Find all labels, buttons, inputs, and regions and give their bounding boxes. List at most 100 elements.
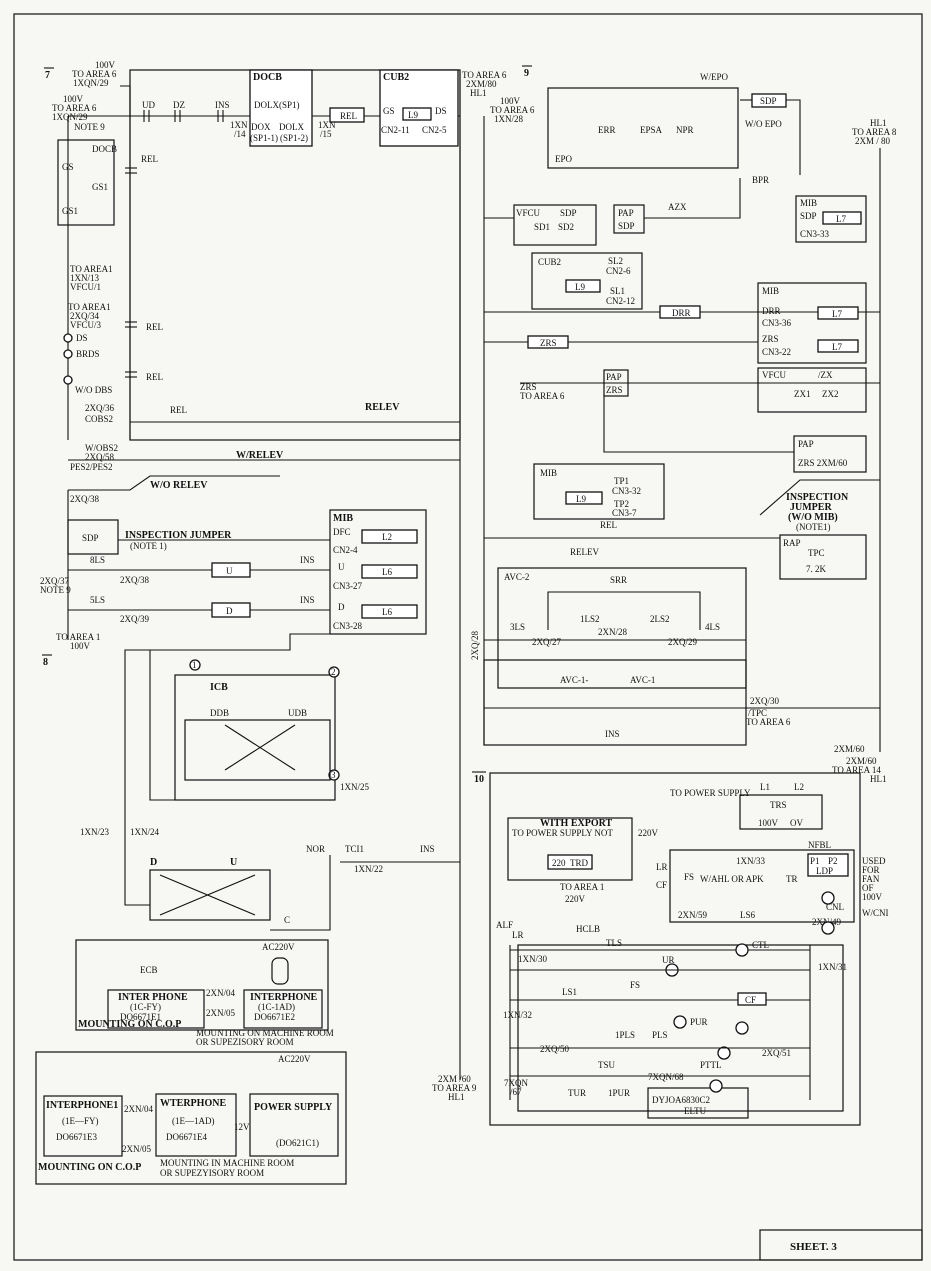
dox: DOX [251,122,271,132]
eltu-code: DYJOA6830C2 [652,1095,710,1105]
cn3-27: CN3-27 [333,581,362,591]
sp1-2: (SP1-2) [280,133,308,143]
ls8: 8LS [90,555,105,565]
xn25: 1XN/25 [340,782,369,792]
cf2: CF [745,995,756,1005]
sd2: SD2 [558,222,574,232]
xn30: 1XN/30 [518,954,547,964]
ref-to-area6-b: TO AREA 6 [52,103,97,113]
xn04b: 2XN/04 [124,1104,153,1114]
ls5: 5LS [90,595,105,605]
ac220: AC220V [262,942,295,952]
dolx-sp1: DOLX(SP1) [254,100,300,110]
tur: TUR [568,1088,586,1098]
xq30: 2XQ/30 [750,696,779,706]
l7-a: L7 [832,309,842,319]
tci1: TCI1 [345,844,364,854]
to-power: TO POWER SUPPLY [670,788,751,798]
gs1-a: GS1 [92,182,108,192]
u-coil: U [226,566,233,576]
ip2: WTERPHONE [160,1098,226,1109]
xn23: 1XN/23 [80,827,109,837]
vfcu: VFCU [516,208,541,218]
ref-100v-b: 100V [63,94,84,104]
l6b: L6 [382,607,392,617]
l6a: L6 [382,567,392,577]
w-epo: W/EPO [700,72,728,82]
cf: CF [656,880,667,890]
ddb: DDB [210,708,229,718]
xn33: 1XN/33 [736,856,765,866]
wcni: W/CNI [862,908,889,918]
to-area1-bottom-v: 100V [70,641,91,651]
ecb: ECB [140,965,158,975]
bpr: BPR [752,175,769,185]
sdp-coil: SDP [760,96,777,106]
to-area6-mid: 100V [500,96,521,106]
ls4: 4LS [705,622,720,632]
sheet-frame [13,13,923,1261]
sl1: SL1 [610,286,625,296]
note1-left: (NOTE 1) [130,541,167,551]
mount-mr2: MOUNTING IN MACHINE ROOM [160,1158,294,1168]
zrs-2xm60: ZRS 2XM/60 [798,458,848,468]
area14-b: TO AREA 14 [832,765,881,775]
v220c: 220V [565,894,586,904]
ipls: 1PLS [615,1030,635,1040]
ins-bottom: INS [605,729,620,739]
zrs-area6: ZRS [520,382,537,392]
ds-left: DS [76,333,88,343]
alf: ALF [496,920,513,930]
cobs2: COBS2 [85,414,113,424]
drr: DRR [762,306,781,316]
mib-top: MIB [800,198,817,208]
ref-100v-a: 100V [95,60,116,70]
icb-block [174,674,336,801]
sd1: SD1 [534,222,550,232]
hl1-area8-c: 2XM / 80 [855,136,891,146]
xqn67: 7XQN [504,1078,528,1088]
vfcu-b: VFCU [762,370,787,380]
l2: L2 [794,782,804,792]
mark-10: 10 [474,774,484,785]
ip2-code: DO6671E4 [166,1132,207,1142]
drr-coil: DRR [672,308,691,318]
rel-c: REL [146,372,163,382]
wo-dbs: W/O DBS [75,385,112,395]
to-area6-right-sub: 2XM/80 [466,79,497,89]
xq39: 2XQ/39 [120,614,149,624]
docb-block [249,69,313,147]
xq58: 2XQ/58 [85,452,114,462]
cub2-ds: DS [435,106,447,116]
cnl: CNL [826,902,844,912]
ip1-code: DO6671E3 [56,1132,97,1142]
w-relev: W/RELEV [236,450,284,461]
area9-c: HL1 [448,1092,465,1102]
hl1-area8: HL1 [870,118,887,128]
ls1: LS1 [562,987,577,997]
avc-frame [497,567,747,689]
pes2: PES2/PES2 [70,462,113,472]
cn2-12: CN2-12 [606,296,635,306]
dfc: DFC [333,527,351,537]
zx: /ZX [818,370,833,380]
zx2: ZX2 [822,389,839,399]
err: ERR [598,125,616,135]
tpc-area6-b: TO AREA 6 [746,717,791,727]
cn2-4: CN2-4 [333,545,358,555]
mark-8: 8 [43,657,48,668]
avc2: AVC-2 [504,572,529,582]
xn15b: /15 [320,129,332,139]
avc1a: AVC-1- [560,675,588,685]
area9-b: TO AREA 9 [432,1083,477,1093]
ls6: LS6 [740,910,756,920]
epo: EPO [555,154,573,164]
xq37: 2XQ/37 [40,576,69,586]
ls1-2: 1LS2 [580,614,600,624]
ic-fy-title: INTER PHONE [118,992,188,1003]
xq51: 2XQ/51 [762,1048,791,1058]
relev-b: RELEV [570,547,599,557]
xn28: 2XN/28 [598,627,627,637]
